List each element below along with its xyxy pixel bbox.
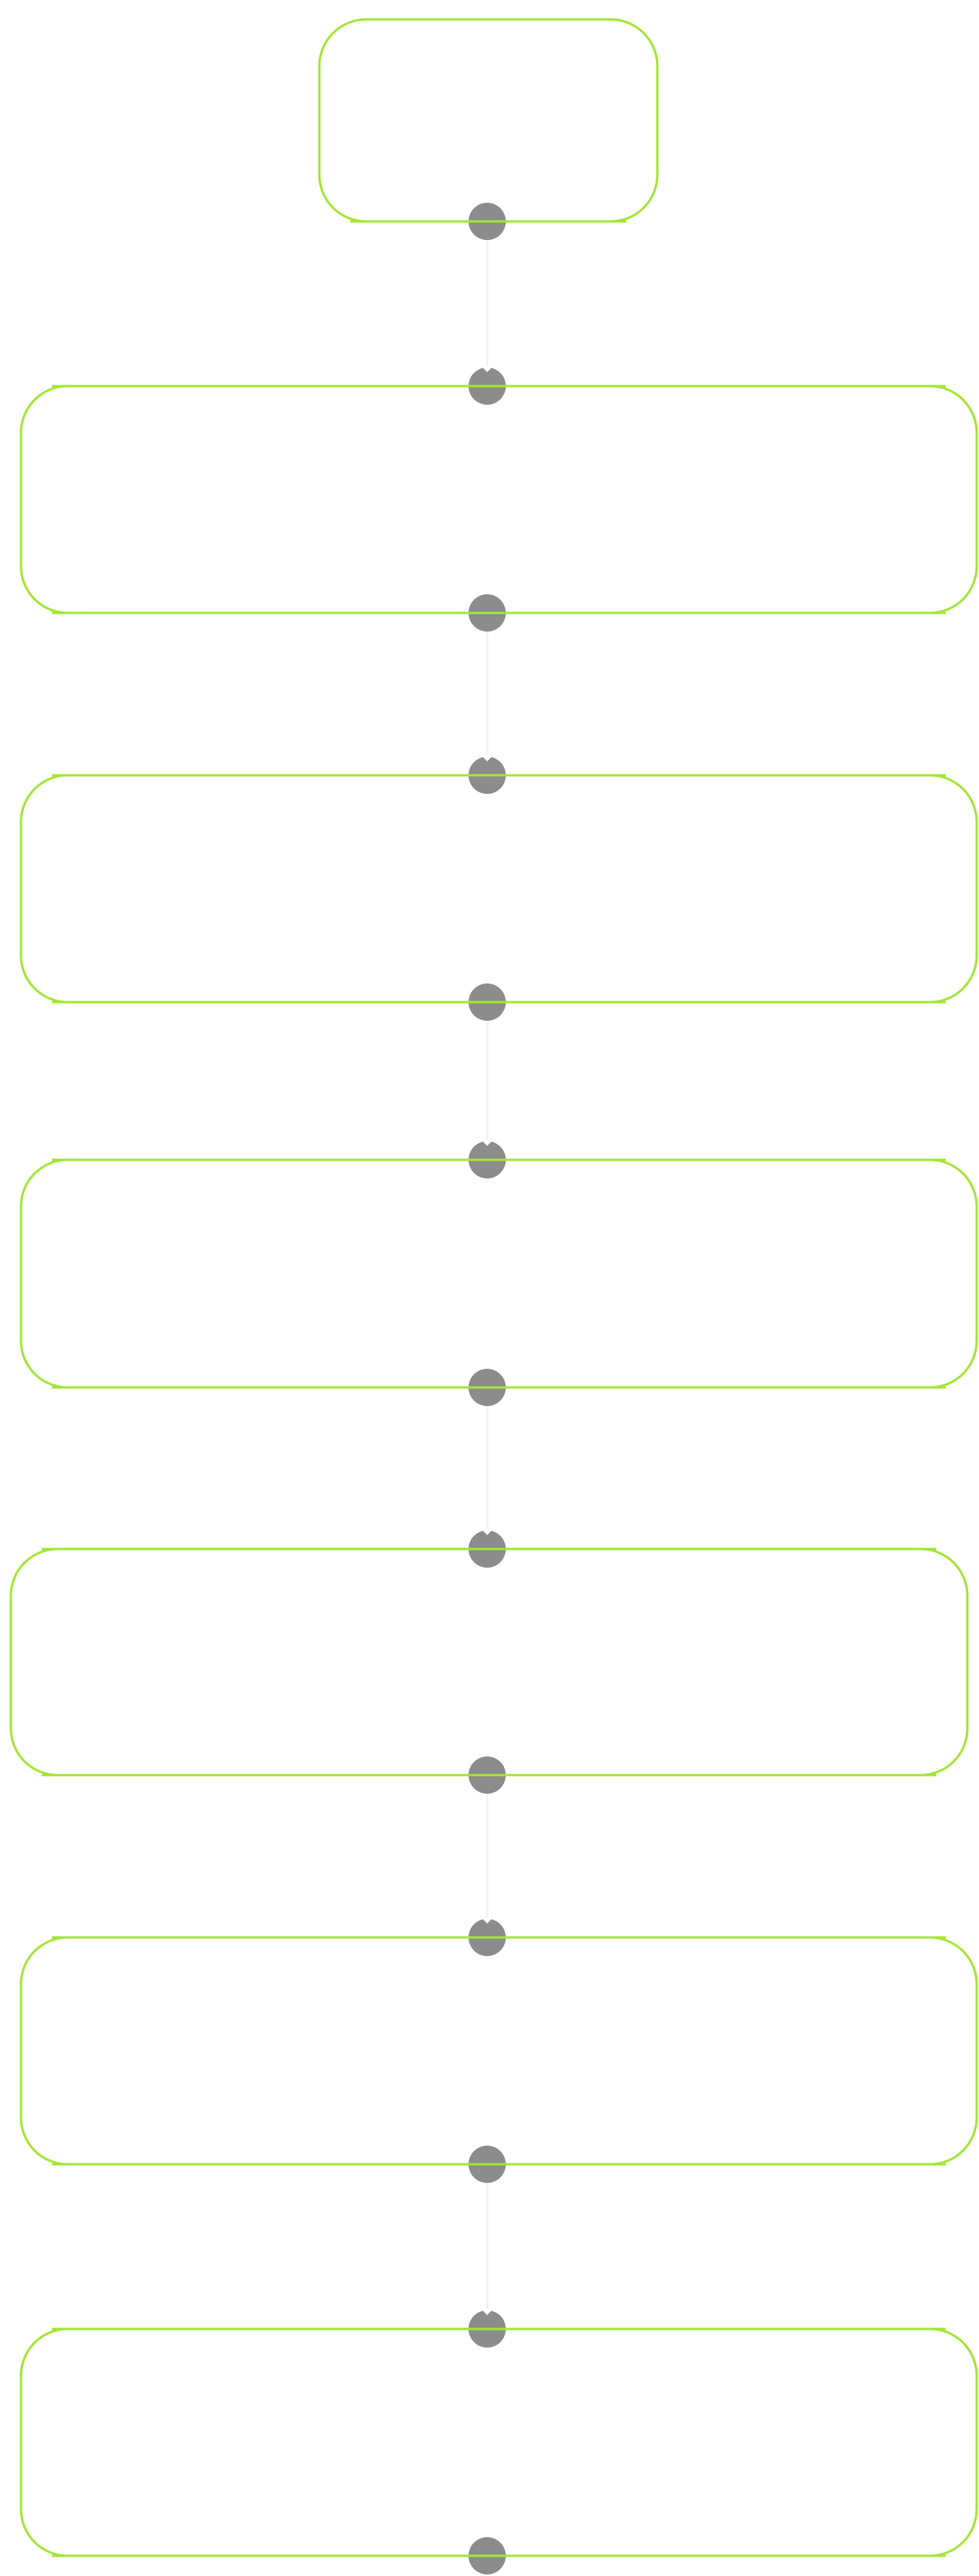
- arrowhead-icon: [481, 1917, 493, 1923]
- arrowhead-icon: [481, 366, 493, 372]
- flow-node-5[interactable]: [9, 1547, 969, 1777]
- arrowhead-icon: [481, 2309, 493, 2315]
- flow-node-7[interactable]: [19, 2327, 978, 2557]
- flow-node-1[interactable]: [318, 18, 659, 223]
- flow-node-6[interactable]: [19, 1936, 978, 2166]
- flow-node-3[interactable]: [19, 774, 978, 1004]
- arrowhead-icon: [481, 755, 493, 761]
- flow-node-4[interactable]: [19, 1158, 978, 1389]
- flow-node-2[interactable]: [19, 385, 978, 614]
- arrowhead-icon: [481, 1529, 493, 1535]
- arrowhead-icon: [481, 1140, 493, 1146]
